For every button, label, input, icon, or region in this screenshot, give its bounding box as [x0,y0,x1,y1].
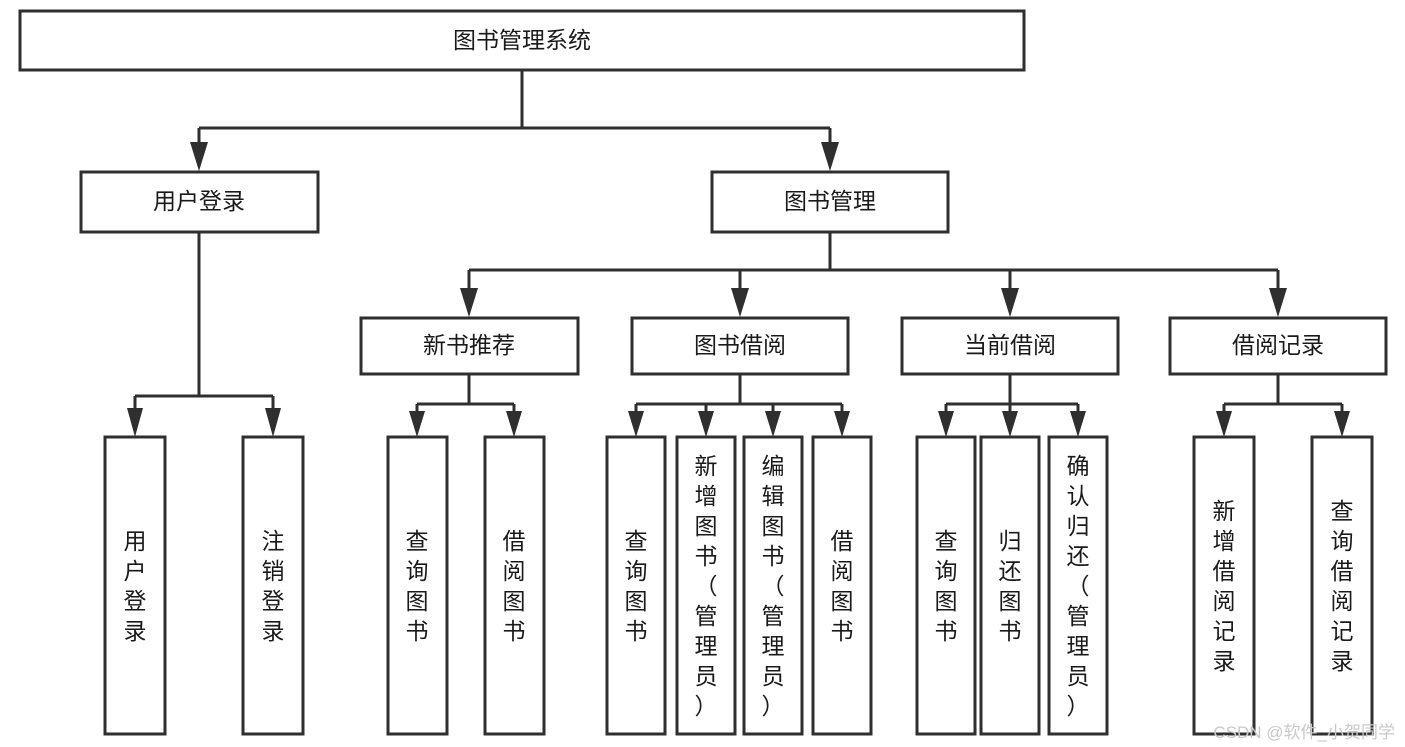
node-user-login-box[interactable] [79,170,320,234]
node-new-book-recommend[interactable]: 新书推荐 [359,316,580,376]
node-user-login[interactable]: 用户登录 [79,170,320,234]
arrow-head-book-management [821,142,839,171]
node-leaf-logout-login-label: 注销登录 [262,528,285,644]
node-leaf-confirm-return-box[interactable] [1047,435,1109,736]
node-leaf-confirm-return-label: 确认归还（管理员） [1067,453,1090,719]
node-current-borrow-box[interactable] [900,316,1120,376]
node-leaf-borrow-book-1-box[interactable] [483,435,546,736]
node-new-book-recommend-box[interactable] [359,316,580,376]
arrow-head-leaf-query-book-1 [409,411,425,437]
node-book-borrow-box[interactable] [630,316,850,376]
csdn-watermark: CSDN @软件_小贺同学 [1213,723,1395,742]
arrow-head-leaf-return-book [1002,411,1018,437]
node-leaf-logout-login-box[interactable] [241,435,305,736]
node-leaf-logout-login[interactable]: 注销登录 [241,435,305,736]
node-leaf-confirm-return[interactable]: 确认归还（管理员） [1047,435,1109,736]
node-new-book-recommend-label: 新书推荐 [423,332,515,358]
node-borrow-record-label: 借阅记录 [1232,332,1324,358]
node-current-borrow-label: 当前借阅 [964,332,1056,358]
node-book-borrow-label: 图书借阅 [694,332,786,358]
arrow-head-book-borrow [731,288,749,317]
node-leaf-query-book-2[interactable]: 查询图书 [605,435,667,736]
connector-layer [127,71,1350,437]
node-leaf-add-book-box[interactable] [675,435,737,736]
node-root-box[interactable] [18,9,1026,72]
node-book-management[interactable]: 图书管理 [710,170,950,234]
node-book-management-label: 图书管理 [784,188,876,214]
arrow-head-leaf-add-record [1216,411,1232,437]
node-book-borrow[interactable]: 图书借阅 [630,316,850,376]
node-leaf-borrow-book-2[interactable]: 借阅图书 [811,435,873,736]
node-borrow-record[interactable]: 借阅记录 [1168,316,1388,376]
node-leaf-add-book[interactable]: 新增图书（管理员） [675,435,737,736]
arrow-head-leaf-edit-book [765,411,781,437]
node-user-login-label: 用户登录 [153,188,245,214]
node-book-management-box[interactable] [710,170,950,234]
arrow-head-leaf-user-login [127,408,143,437]
node-leaf-query-book-3[interactable]: 查询图书 [915,435,977,736]
node-leaf-query-book-1-box[interactable] [386,435,449,736]
node-leaf-query-book-3-label: 查询图书 [935,528,958,644]
node-leaf-query-book-3-box[interactable] [915,435,977,736]
node-leaf-query-book-2-box[interactable] [605,435,667,736]
node-leaf-add-record[interactable]: 新增借阅记录 [1192,435,1256,736]
arrow-head-leaf-borrow-book-1 [506,411,522,437]
arrow-head-leaf-logout-login [265,408,281,437]
node-leaf-borrow-book-1[interactable]: 借阅图书 [483,435,546,736]
arrow-head-leaf-confirm-return [1070,411,1086,437]
node-leaf-borrow-book-2-label: 借阅图书 [831,528,854,644]
node-leaf-query-record-label: 查询借阅记录 [1331,498,1354,674]
node-leaf-query-record-box[interactable] [1310,435,1374,736]
node-leaf-query-book-1[interactable]: 查询图书 [386,435,449,736]
node-leaf-add-record-box[interactable] [1192,435,1256,736]
node-leaf-query-book-2-label: 查询图书 [625,528,648,644]
node-leaf-borrow-book-1-label: 借阅图书 [503,528,526,644]
node-leaf-add-book-label: 新增图书（管理员） [695,453,718,719]
node-leaf-edit-book-box[interactable] [742,435,804,736]
arrow-head-leaf-query-book-2 [628,411,644,437]
node-leaf-edit-book[interactable]: 编辑图书（管理员） [742,435,804,736]
node-leaf-user-login-box[interactable] [103,435,167,736]
arrow-head-user-login [190,142,208,171]
node-borrow-record-box[interactable] [1168,316,1388,376]
node-leaf-user-login-label: 用户登录 [124,528,147,644]
arrow-head-leaf-borrow-book-2 [834,411,850,437]
node-leaf-borrow-book-2-box[interactable] [811,435,873,736]
arrow-head-leaf-query-record [1334,411,1350,437]
arrow-head-new-book-recommend [460,288,478,317]
node-leaf-return-book[interactable]: 归还图书 [979,435,1041,736]
node-root-label: 图书管理系统 [453,27,591,53]
node-root[interactable]: 图书管理系统 [18,9,1026,72]
node-current-borrow[interactable]: 当前借阅 [900,316,1120,376]
node-leaf-return-book-box[interactable] [979,435,1041,736]
node-leaf-edit-book-label: 编辑图书（管理员） [762,453,785,719]
node-leaf-add-record-label: 新增借阅记录 [1213,498,1236,674]
node-leaf-user-login[interactable]: 用户登录 [103,435,167,736]
node-leaf-query-book-1-label: 查询图书 [406,528,429,644]
node-leaf-query-record[interactable]: 查询借阅记录 [1310,435,1374,736]
node-leaf-return-book-label: 归还图书 [999,528,1022,644]
arrow-head-borrow-record [1269,288,1287,317]
arrow-head-current-borrow [1001,288,1019,317]
arrow-head-leaf-add-book [698,411,714,437]
arrow-head-leaf-query-book-3 [938,411,954,437]
